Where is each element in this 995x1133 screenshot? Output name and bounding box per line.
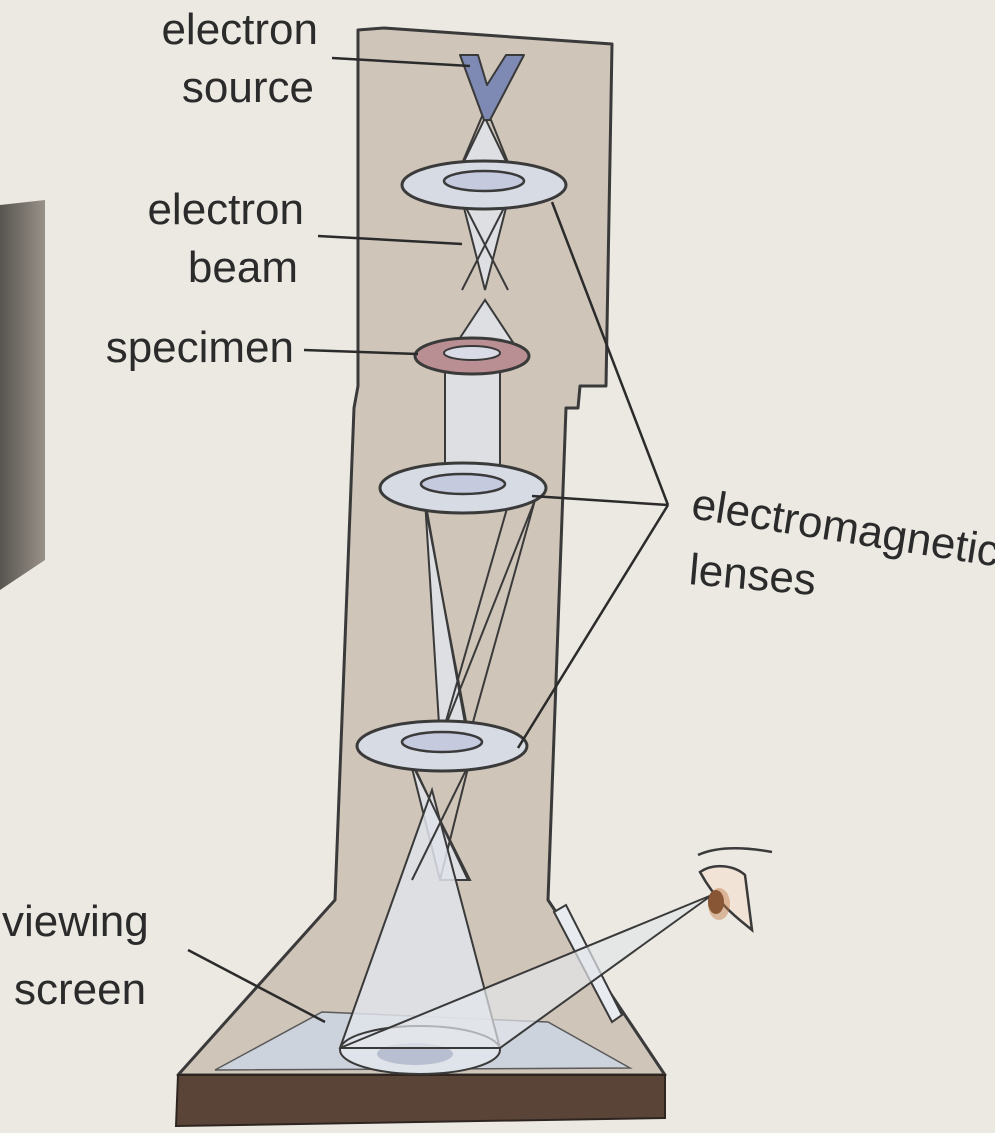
lens-3 [355, 719, 529, 773]
electron-source-icon [459, 54, 525, 121]
label-screen: screen [14, 965, 146, 1014]
label-electron-beam-line1: electron [147, 185, 304, 234]
label-electron-beam-line2: beam [188, 243, 298, 292]
label-lenses: lenses [687, 545, 818, 605]
label-electron-source-line2: source [182, 63, 314, 112]
sight-cone [339, 894, 713, 1049]
specimen-disc [413, 336, 531, 376]
microscope-base [174, 1074, 666, 1128]
left-edge-photo [0, 200, 45, 590]
leader-lines [187, 56, 670, 1024]
lens-2 [378, 461, 548, 515]
label-viewing: viewing [2, 897, 149, 946]
eye-icon [697, 847, 773, 933]
label-specimen: specimen [106, 323, 294, 372]
label-electron-source-line1: electron [161, 5, 318, 54]
lens-1 [400, 159, 568, 211]
